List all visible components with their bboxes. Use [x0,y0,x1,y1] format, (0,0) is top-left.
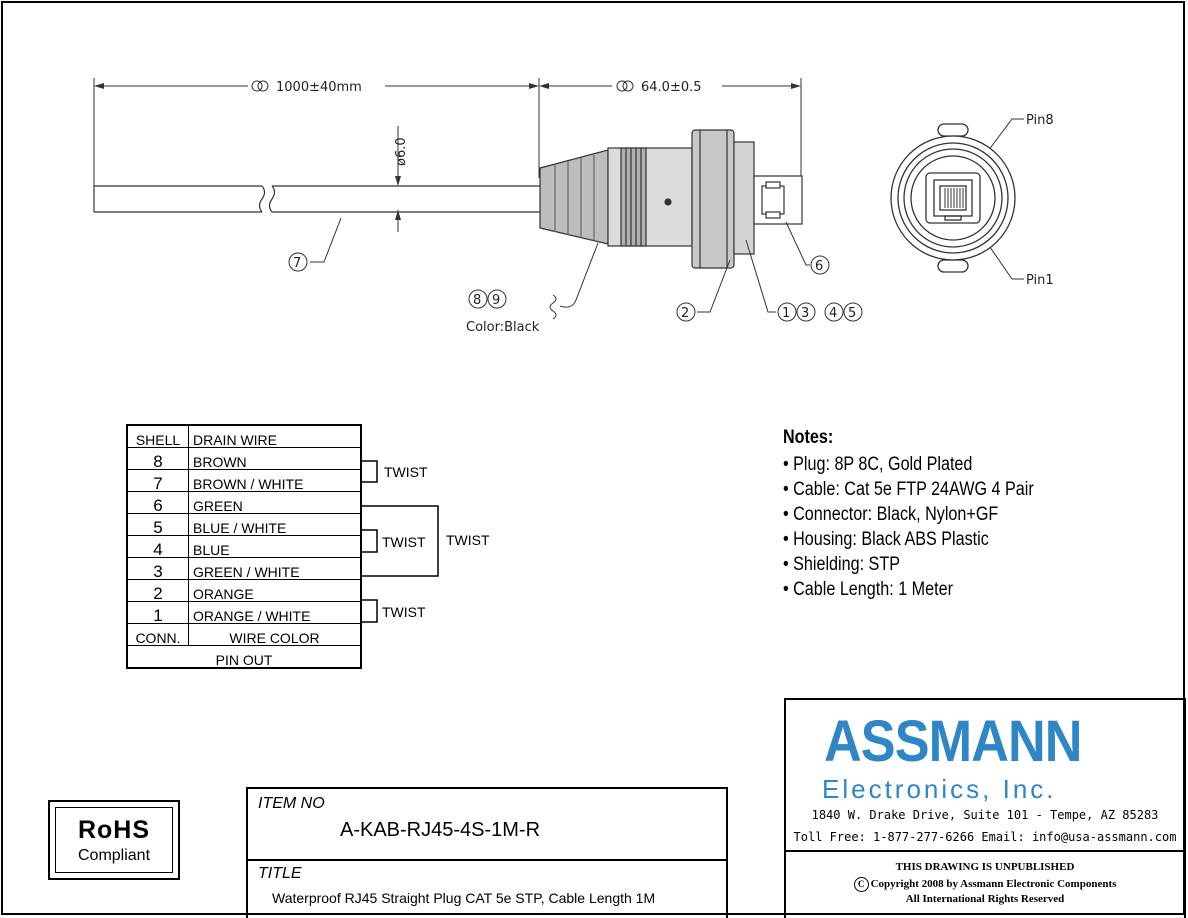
callout-4: 4 [829,306,837,321]
cable-body [93,185,542,213]
company-contact: Toll Free: 1-877-277-6266 Email: info@us… [793,830,1177,844]
note-item: • Cable: Cat 5e FTP 24AWG 4 Pair [783,479,1034,500]
callout-5: 5 [848,306,856,321]
wire-color: ORANGE / WHITE [188,601,362,624]
rights-note: All International Rights Reserved [905,893,1065,905]
ref-symbol-2 [616,80,634,92]
wire-color: BROWN / WHITE [188,469,362,492]
color-note: Color:Black [466,320,540,335]
twist-label: TWIST [382,534,426,550]
diameter-dimension: ø6.0 [394,137,409,166]
note-item: • Housing: Black ABS Plastic [783,529,989,550]
copyright-text: Copyright 2008 by Assmann Electronic Com… [870,878,1117,890]
note-item: • Connector: Black, Nylon+GF [783,504,999,525]
cable-length-dimension: 1000±40mm [276,80,362,95]
callout-balloons [288,252,863,322]
callout-9: 9 [492,293,500,308]
pin8-label: Pin8 [1026,113,1054,128]
wire-color: BROWN [188,447,362,470]
notes-title: Notes: [783,427,834,448]
end-view [890,123,1016,273]
unpublished-note: THIS DRAWING IS UNPUBLISHED [895,861,1075,873]
item-no-label: ITEM NO [258,795,325,812]
callout-6: 6 [815,259,823,274]
pinout-footer: PIN OUT [126,645,362,669]
company-logo: ASSMANN [824,709,1083,774]
callout-2: 2 [681,306,689,321]
item-number: A-KAB-RJ45-4S-1M-R [340,819,541,841]
notes-section: Notes: • Plug: 8P 8C, Gold Plated • Cabl… [783,427,1078,602]
strain-relief-boot [539,149,609,245]
cable-assembly-drawing: 1000±40mm 64.0±0.5 ø6.0 [93,78,1054,335]
callout-8: 8 [473,293,481,308]
title-label: TITLE [258,865,302,882]
rohs-subtitle: Compliant [77,847,151,864]
ref-symbol-1 [251,80,269,92]
rj45-plug [753,175,803,225]
twist-brackets [362,460,439,623]
callout-3: 3 [801,306,809,321]
note-item: • Shielding: STP [783,554,900,575]
wave-callout [549,294,557,320]
company-block: ASSMANN Electronics, Inc. 1840 W. Drake … [784,698,1186,918]
twist-label: TWIST [384,464,428,480]
callout-1: 1 [782,306,790,321]
copyright-icon: C [853,877,869,892]
company-divider [786,850,1184,852]
conn-label: CONN. [126,623,189,646]
drawing-title: Waterproof RJ45 Straight Plug CAT 5e STP… [272,890,656,906]
company-address: 1840 W. Drake Drive, Suite 101 - Tempe, … [811,808,1159,822]
note-item: • Cable Length: 1 Meter [783,579,953,600]
note-item: • Plug: 8P 8C, Gold Plated [783,454,973,475]
rohs-title: RoHS [77,816,151,844]
wire-color: GREEN / WHITE [188,557,362,580]
table-row: PIN OUT [126,645,362,669]
shell-value: DRAIN WIRE [188,424,362,448]
coupling-nut [607,147,693,247]
dimension-arrows [94,83,801,220]
company-subtitle: Electronics, Inc. [822,774,1057,804]
title-block: ITEM NO A-KAB-RJ45-4S-1M-R TITLE Waterpr… [246,787,728,918]
rohs-badge: RoHS Compliant [48,800,180,880]
dimension-lines [93,78,802,232]
wire-color-label: WIRE COLOR [188,623,362,646]
housing-flange [691,129,755,269]
callout-7: 7 [293,256,301,271]
table-row: CONN. WIRE COLOR [126,623,362,646]
twist-label: TWIST [446,532,490,548]
table-row: SHELL DRAIN WIRE [126,424,362,448]
title-block-divider [248,859,726,861]
twist-label: TWIST [382,604,426,620]
plug-length-dimension: 64.0±0.5 [641,80,702,95]
pin1-label: Pin1 [1026,273,1054,288]
